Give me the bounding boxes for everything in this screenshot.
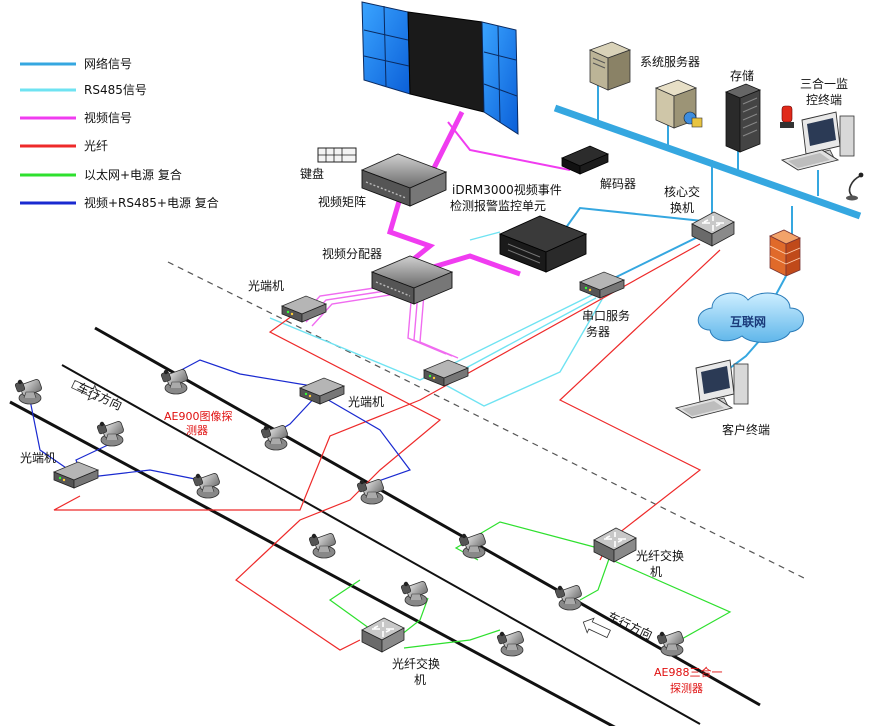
camera-icon (496, 630, 525, 657)
keyboard-label: 键盘 (300, 166, 324, 181)
core-switch-label: 核心交 (664, 184, 700, 199)
idrm-label: iDRM3000视频事件 (452, 182, 562, 197)
traffic-direction-label: 车行方向 (605, 609, 655, 643)
legend-label: RS485信号 (84, 83, 147, 97)
video-distributor-icon (370, 255, 454, 305)
legend: 网络信号 RS485信号 视频信号 光纤 以太网+电源 复合 视频+RS485+… (20, 56, 219, 210)
fiber-switch-bottom-icon (361, 617, 405, 653)
core-switch-label: 换机 (670, 201, 694, 215)
ae988-label: AE988三合一 (654, 665, 722, 679)
legend-label: 以太网+电源 复合 (84, 167, 182, 182)
decoder-icon (561, 145, 609, 175)
alarm-light-icon (780, 105, 794, 128)
legend-item-video-rs485-power: 视频+RS485+电源 复合 (20, 195, 219, 210)
fiber-switch-label: 光纤交换 (392, 656, 440, 671)
video-matrix-icon (360, 153, 448, 207)
legend-item-fiber: 光纤 (20, 139, 108, 153)
monitor-terminal-label: 控终端 (806, 92, 842, 107)
camera-icon (260, 424, 289, 451)
decoder-video-line (447, 121, 571, 171)
ae900-label: AE900图像探 (164, 410, 232, 423)
legend-label: 网络信号 (84, 56, 132, 71)
road-lines (9, 326, 761, 726)
ae988-label: 探测器 (670, 682, 703, 695)
idrm-label: 检测报警监控单元 (450, 198, 546, 213)
optical-terminal-left-icon (53, 461, 99, 489)
serial-server-label: 串口服务 (582, 308, 630, 323)
legend-item-ethernet-power: 以太网+电源 复合 (20, 167, 182, 182)
video-wall (361, 1, 519, 135)
legend-label: 视频信号 (84, 110, 132, 125)
ae900-label: 测器 (186, 424, 208, 437)
storage-icon (724, 83, 762, 153)
zone-separator-line (167, 261, 809, 581)
system-server-icon (588, 41, 632, 91)
camera-icon (192, 472, 221, 499)
fiber-switch-label: 机 (650, 565, 662, 579)
video-matrix-label: 视频矩阵 (318, 194, 366, 209)
storage-label: 存储 (730, 68, 754, 83)
camera-icon (656, 630, 685, 657)
video-signal-lines (386, 110, 521, 277)
fiber-switch-right-icon (593, 527, 637, 563)
fiber-lines (53, 243, 721, 651)
client-terminal-label: 客户终端 (722, 422, 770, 437)
fiber-switch-label: 光纤交换 (636, 548, 684, 563)
client-terminal-icon (675, 359, 749, 419)
legend-item-video: 视频信号 (20, 110, 132, 125)
optical-terminal-label: 光端机 (20, 451, 56, 465)
traffic-direction-label: 车行方向 (75, 379, 125, 413)
optical-terminal-mid-icon (299, 377, 345, 405)
video-distributor-label: 视频分配器 (322, 246, 382, 261)
core-switch-icon (691, 211, 735, 247)
camera-icon (400, 580, 429, 607)
firewall-icon (769, 229, 801, 277)
camera-icon (554, 584, 583, 611)
network-backbone (553, 104, 862, 220)
camera-icon (96, 420, 125, 447)
camera-icon (14, 378, 43, 405)
direction-arrow-right (582, 617, 611, 639)
video-rs485-power-lines (29, 359, 411, 485)
system-server-label: 系统服务器 (640, 54, 700, 69)
legend-label: 视频+RS485+电源 复合 (84, 195, 219, 210)
idrm-unit-icon (498, 215, 588, 273)
optical-terminal-label: 光端机 (348, 395, 384, 409)
keyboard-icon (317, 147, 357, 163)
camera-icon (356, 478, 385, 505)
legend-item-rs485: RS485信号 (20, 83, 147, 97)
video-distribution-lines (299, 285, 459, 359)
camera-icon (308, 532, 337, 559)
direction-arrow-left (71, 379, 100, 401)
decoder-label: 解码器 (600, 177, 636, 191)
internet-label: 互联网 (730, 315, 766, 329)
camera-icon (160, 368, 189, 395)
optical-terminal-label: 光端机 (248, 279, 284, 293)
legend-label: 光纤 (84, 139, 108, 153)
legend-item-network: 网络信号 (20, 56, 132, 71)
internet-cloud-icon (697, 292, 804, 343)
optical-terminal-center-icon (423, 359, 469, 387)
monitor-terminal-icon (781, 111, 855, 171)
fiber-switch-label: 机 (414, 673, 426, 687)
app-server-icon (654, 79, 703, 129)
microphone-icon (846, 172, 864, 201)
camera-icon (458, 532, 487, 559)
monitor-terminal-label: 三合一监 (800, 76, 848, 91)
serial-server-label: 务器 (586, 324, 610, 339)
rs485-lines (269, 231, 605, 407)
